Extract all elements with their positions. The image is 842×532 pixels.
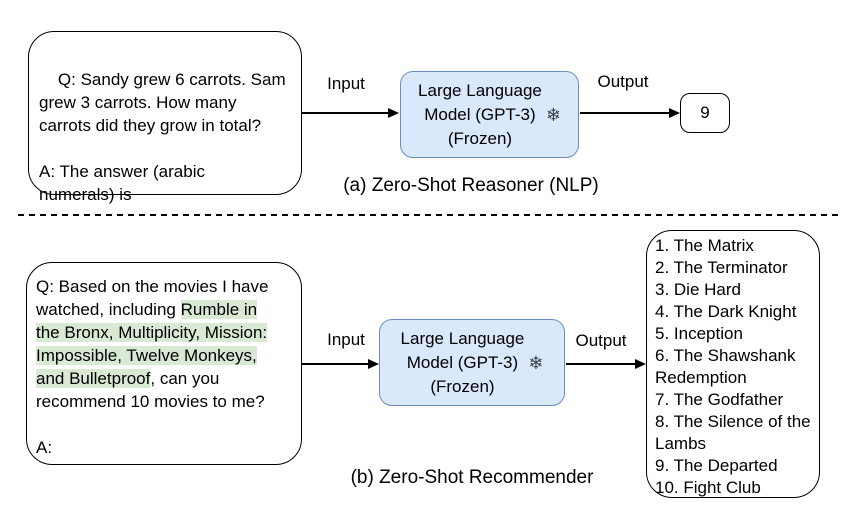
llm-box-recommender: Large Language Model (GPT-3) (Frozen)❄ xyxy=(379,319,565,406)
llm-box-reasoner: Large Language Model (GPT-3) (Frozen)❄ xyxy=(400,71,579,158)
recommender-prompt-box: Q: Based on the movies I have watched, i… xyxy=(26,262,302,465)
reasoner-answer-box: 9 xyxy=(680,93,730,133)
caption-reasoner: (a) Zero-Shot Reasoner (NLP) xyxy=(343,175,599,196)
snowflake-icon: ❄ xyxy=(545,104,561,125)
reasoner-answer-text: 9 xyxy=(700,103,710,122)
caption-recommender: (b) Zero-Shot Recommender xyxy=(350,467,594,488)
llm-label: Large Language Model (GPT-3) (Frozen) xyxy=(418,80,542,148)
reasoner-input-arrow-icon xyxy=(302,112,389,114)
recommender-results-box: 1. The Matrix 2. The Terminator 3. Die H… xyxy=(646,230,820,498)
snowflake-icon: ❄ xyxy=(528,352,544,373)
recommender-output-label: Output xyxy=(575,331,627,350)
llm-label: Large Language Model (GPT-3) (Frozen) xyxy=(400,328,525,396)
recommender-input-arrow-icon xyxy=(302,363,369,365)
prompt-text: Q: Based on the movies I have watched, i… xyxy=(36,277,269,319)
recommender-input-label: Input xyxy=(327,330,365,349)
reasoner-prompt-box: Q: Sandy grew 6 carrots. Sam grew 3 carr… xyxy=(28,31,302,204)
reasoner-output-arrow-icon xyxy=(580,112,670,114)
reasoner-prompt-text: Q: Sandy grew 6 carrots. Sam grew 3 carr… xyxy=(39,70,286,204)
reasoner-output-label: Output xyxy=(597,72,649,91)
reasoner-input-label: Input xyxy=(327,74,365,93)
dashed-divider xyxy=(18,214,840,216)
prompt-text: , can you recommend 10 movies to me? A: xyxy=(36,369,265,457)
recommender-output-arrow-icon xyxy=(566,363,636,365)
